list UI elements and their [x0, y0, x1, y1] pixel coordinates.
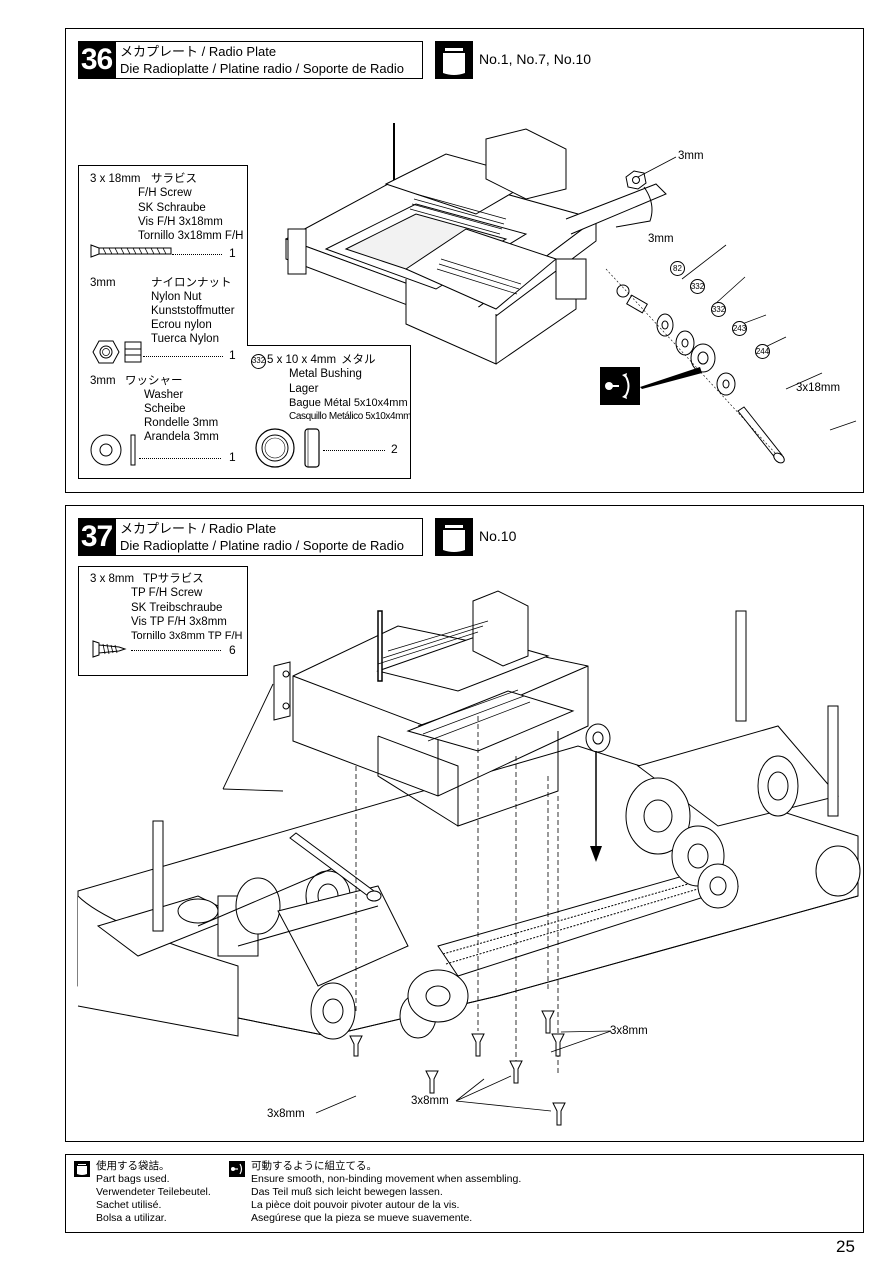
- part-number-243: 243: [732, 321, 747, 336]
- nut-size: 3mm: [90, 277, 116, 289]
- smooth-en: Ensure smooth, non-binding movement when…: [251, 1173, 522, 1185]
- bag-numbers: No.1, No.7, No.10: [479, 51, 592, 67]
- bushing-fr: Bague Métal 5x10x4mm: [289, 397, 408, 409]
- bushing-de: Lager: [289, 383, 319, 395]
- callout-leaders: [315, 1030, 612, 1114]
- bags-en: Part bags used.: [96, 1173, 170, 1185]
- part-bag-icon: [435, 518, 473, 556]
- screw-size: 3 x 8mm: [90, 573, 135, 585]
- bags-de: Verwendeter Teilebeutel.: [96, 1186, 211, 1198]
- radio-plate-drawing: [284, 123, 667, 365]
- screw-size: 3 x 18mm: [90, 173, 141, 185]
- qty-leader: [172, 254, 222, 255]
- part-bag-icon: [435, 41, 473, 79]
- part-number-332: 332: [690, 279, 705, 294]
- screw-de: SK Schraube: [138, 202, 206, 214]
- screw-en: TP F/H Screw: [131, 587, 203, 599]
- legend-footer: 使用する袋詰。 Part bags used. Verwendeter Teil…: [65, 1154, 864, 1233]
- nut-es: Tuerca Nylon: [151, 333, 219, 345]
- screw-en: F/H Screw: [138, 187, 192, 199]
- bushing-es: Casquillo Metálico 5x10x4mm: [289, 411, 412, 422]
- bags-fr: Sachet utilisé.: [96, 1199, 162, 1211]
- smooth-de: Das Teil muß sich leicht bewegen lassen.: [251, 1186, 443, 1198]
- washer-fr: Rondelle 3mm: [144, 417, 219, 429]
- screw-qty: 6: [229, 643, 236, 657]
- step-number: 36: [78, 41, 115, 79]
- screw-icon: [90, 244, 172, 258]
- part-number-244: 244: [755, 344, 770, 359]
- qty-leader: [131, 650, 221, 651]
- parts-list-box: 3 x 18mm サラビス F/H Screw SK Schraube Vis …: [78, 165, 248, 479]
- callout-washer: 3mm: [648, 233, 674, 245]
- nut-de: Kunststoffmutter: [151, 305, 235, 317]
- bushing-en: Metal Bushing: [289, 368, 362, 380]
- step-36-panel: 36 メカプレート / Radio Plate Die Radioplatte …: [65, 28, 864, 493]
- exploded-parts-drawing: [605, 170, 785, 464]
- title-jp: メカプレート / Radio Plate: [120, 44, 277, 59]
- bushing-box: 332 5 x 10 x 4mm メタル Metal Bushing Lager…: [247, 345, 411, 479]
- washer-size: 3mm: [90, 375, 116, 387]
- title-jp: メカプレート / Radio Plate: [120, 521, 277, 536]
- page-number: 25: [836, 1237, 855, 1256]
- washer-qty: 1: [229, 450, 236, 464]
- pointer-arrow: [640, 367, 702, 389]
- step-title: メカプレート / Radio Plate Die Radioplatte / P…: [115, 41, 423, 79]
- bags-legend: 使用する袋詰。 Part bags used. Verwendeter Teil…: [96, 1160, 211, 1225]
- chassis-assembly-drawing: [77, 590, 861, 1126]
- step-number: 37: [78, 518, 115, 556]
- screw-jp: サラビス: [151, 173, 197, 185]
- washer-en: Washer: [144, 389, 184, 401]
- screw-es: Tornillo 3x8mm TP F/H: [131, 630, 243, 642]
- qty-leader: [323, 450, 385, 451]
- nylon-nut-icon: [92, 340, 142, 364]
- nut-qty: 1: [229, 348, 236, 362]
- callout-screw: 3x18mm: [796, 382, 841, 394]
- part-bag-icon: [74, 1161, 90, 1177]
- screw-fr: Vis TP F/H 3x8mm: [131, 616, 227, 628]
- bushing-icon: [255, 428, 320, 468]
- bushing-size: 5 x 10 x 4mm: [267, 354, 337, 366]
- washer-de: Scheibe: [144, 403, 186, 415]
- bags-es: Bolsa a utilizar.: [96, 1212, 167, 1224]
- screw-jp: TPサラビス: [143, 573, 204, 585]
- title-multilang: Die Radioplatte / Platine radio / Soport…: [120, 538, 405, 553]
- bags-jp: 使用する袋詰。: [96, 1160, 170, 1172]
- callout-nut: 3mm: [678, 150, 704, 162]
- smooth-movement-icon: [229, 1161, 245, 1177]
- part-number-82: 82: [670, 261, 685, 276]
- smooth-fr: La pièce doit pouvoir pivoter autour de …: [251, 1199, 460, 1211]
- title-multilang: Die Radioplatte / Platine radio / Soport…: [120, 61, 405, 76]
- qty-leader: [143, 356, 223, 357]
- qty-leader: [139, 458, 221, 459]
- callout-3x8mm: 3x8mm: [411, 1095, 449, 1107]
- nut-en: Nylon Nut: [151, 291, 202, 303]
- part-number-332: 332: [711, 302, 726, 317]
- smooth-legend: 可動するように組立てる。 Ensure smooth, non-binding …: [251, 1160, 521, 1225]
- screw-de: SK Treibschraube: [131, 602, 223, 614]
- screw-fr: Vis F/H 3x18mm: [138, 216, 223, 228]
- tp-screw-icon: [92, 640, 127, 658]
- bag-numbers: No.10: [479, 528, 517, 544]
- bushing-qty: 2: [391, 442, 398, 456]
- bushing-jp: メタル: [341, 354, 376, 366]
- washer-es: Arandela 3mm: [144, 431, 219, 443]
- callout-3x8mm: 3x8mm: [610, 1025, 648, 1037]
- smooth-movement-icon: [600, 367, 640, 405]
- part-number-332: 332: [251, 354, 266, 369]
- step-37-panel: 37 メカプレート / Radio Plate Die Radioplatte …: [65, 505, 864, 1142]
- washer-jp: ワッシャー: [125, 375, 183, 387]
- screw-qty: 1: [229, 246, 236, 260]
- smooth-es: Asegúrese que la pieza se mueve suavemen…: [251, 1212, 473, 1224]
- callout-3x8mm: 3x8mm: [267, 1108, 305, 1120]
- nut-jp: ナイロンナット: [151, 277, 232, 289]
- nut-fr: Ecrou nylon: [151, 319, 212, 331]
- step-title: メカプレート / Radio Plate Die Radioplatte / P…: [115, 518, 423, 556]
- washer-icon: [90, 434, 136, 466]
- smooth-jp: 可動するように組立てる。: [251, 1160, 377, 1172]
- parts-list-box: 3 x 8mm TPサラビス TP F/H Screw SK Treibschr…: [78, 566, 248, 676]
- screw-es: Tornillo 3x18mm F/H: [138, 230, 244, 242]
